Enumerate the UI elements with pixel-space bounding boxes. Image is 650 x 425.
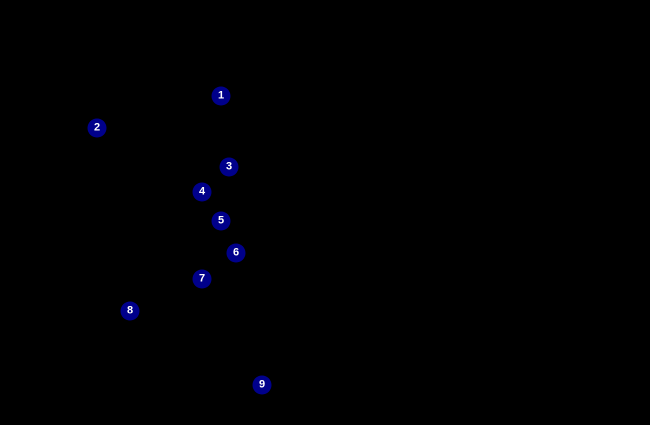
numbered-marker-6[interactable]: 6	[226, 243, 246, 263]
numbered-marker-5[interactable]: 5	[211, 211, 231, 231]
marker-label: 4	[198, 185, 206, 198]
marker-label: 7	[198, 272, 206, 285]
numbered-marker-7[interactable]: 7	[192, 269, 212, 289]
marker-label: 9	[258, 378, 266, 391]
marker-label: 5	[217, 214, 225, 227]
marker-label: 1	[217, 89, 225, 102]
marker-label: 6	[232, 246, 240, 259]
marker-label: 3	[225, 160, 233, 173]
numbered-marker-9[interactable]: 9	[252, 375, 272, 395]
numbered-marker-3[interactable]: 3	[219, 157, 239, 177]
marker-label: 8	[126, 304, 134, 317]
numbered-marker-4[interactable]: 4	[192, 182, 212, 202]
numbered-marker-2[interactable]: 2	[87, 118, 107, 138]
numbered-marker-8[interactable]: 8	[120, 301, 140, 321]
numbered-marker-1[interactable]: 1	[211, 86, 231, 106]
marker-label: 2	[93, 121, 101, 134]
